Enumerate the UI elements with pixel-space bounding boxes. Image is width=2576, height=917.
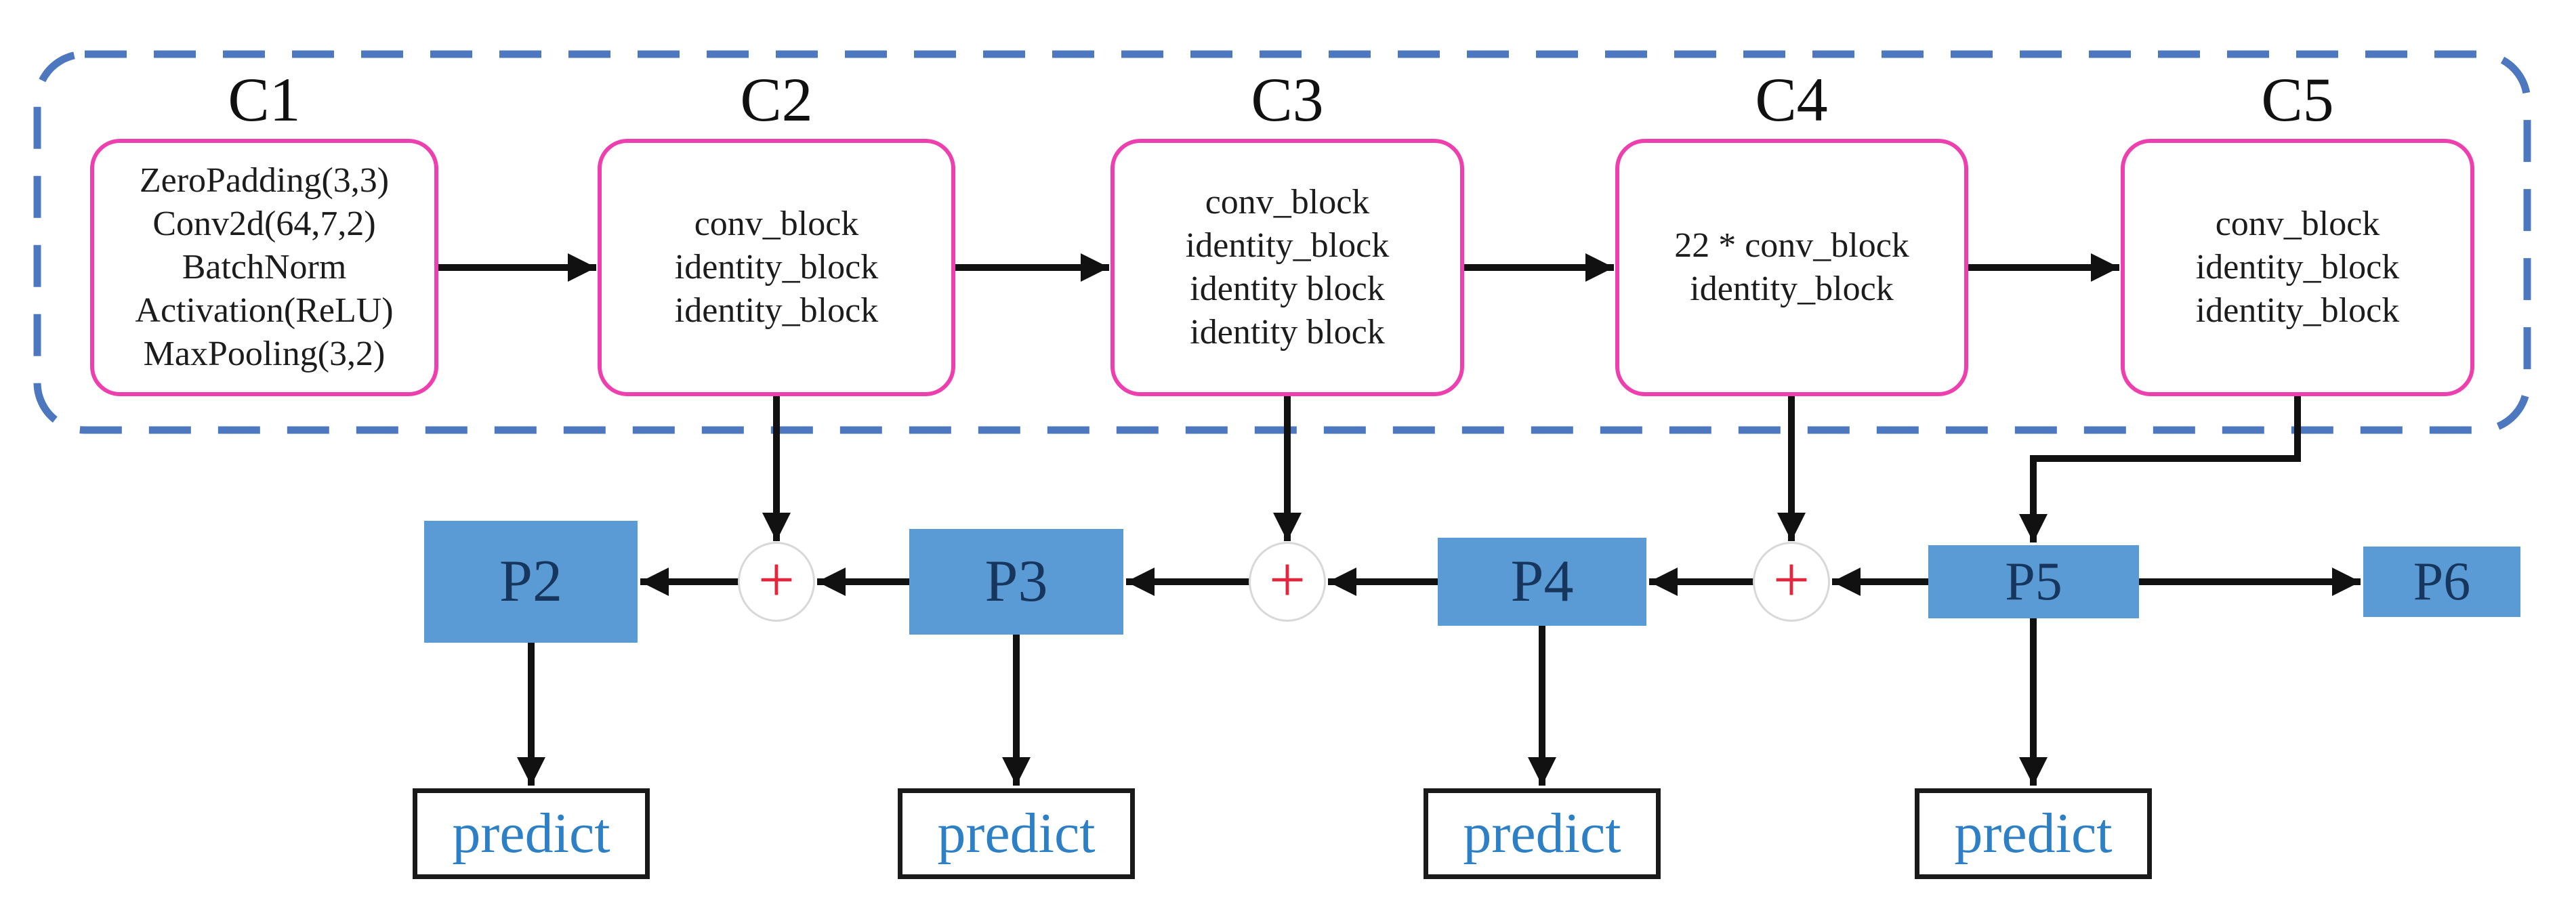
arrow-c5-p5 xyxy=(2019,396,2301,542)
plus-icon: + xyxy=(1772,543,1810,616)
predict-box-p4: predict xyxy=(1424,788,1661,879)
pyramid-label-p6: P6 xyxy=(2413,552,2471,612)
stage-title-c2: C2 xyxy=(740,65,813,134)
stage-c3-line: identity_block xyxy=(1185,226,1390,265)
stage-c3-line: identity block xyxy=(1190,313,1385,351)
stage-c1-line: Activation(ReLU) xyxy=(135,291,394,330)
stage-c1-line: Conv2d(64,7,2) xyxy=(152,205,376,243)
stage-c2-line: identity_block xyxy=(674,291,879,330)
pyramid-label-p4: P4 xyxy=(1510,549,1574,614)
stage-box-c1: ZeroPadding(3,3) Conv2d(64,7,2) BatchNor… xyxy=(90,139,438,396)
pyramid-label-p5: P5 xyxy=(2005,552,2062,612)
stage-c5-line: conv_block xyxy=(2215,205,2380,243)
pyramid-box-p4: P4 xyxy=(1438,538,1646,626)
stage-title-c3: C3 xyxy=(1251,65,1324,134)
stage-c3-line: conv_block xyxy=(1205,183,1370,221)
stage-box-c5: conv_block identity_block identity_block xyxy=(2121,139,2474,396)
stage-box-c4: 22 * conv_block identity_block xyxy=(1615,139,1968,396)
predict-box-p5: predict xyxy=(1915,788,2152,879)
plus-icon: + xyxy=(1268,543,1306,616)
stage-c5-line: identity_block xyxy=(2195,248,2400,286)
merge-node-p3: + xyxy=(1249,542,1326,622)
merge-node-p4: + xyxy=(1753,542,1830,622)
predict-label: predict xyxy=(1463,802,1621,865)
stage-c5-line: identity_block xyxy=(2195,291,2400,330)
predict-box-p3: predict xyxy=(898,788,1135,879)
stage-title-c4: C4 xyxy=(1755,65,1828,134)
stage-c1-line: ZeroPadding(3,3) xyxy=(139,161,390,200)
stage-c3-line: identity block xyxy=(1190,270,1385,308)
stage-c4-line: identity_block xyxy=(1690,270,1894,308)
stage-title-c5: C5 xyxy=(2261,65,2334,134)
merge-node-p2: + xyxy=(738,542,815,622)
pyramid-label-p2: P2 xyxy=(499,549,562,614)
pyramid-box-p2: P2 xyxy=(424,521,638,643)
predict-label: predict xyxy=(937,802,1096,865)
stage-title-c1: C1 xyxy=(228,65,301,134)
pyramid-box-p5: P5 xyxy=(1928,545,2139,618)
plus-icon: + xyxy=(757,543,795,616)
stage-box-c3: conv_block identity_block identity block… xyxy=(1110,139,1464,396)
stage-c2-line: conv_block xyxy=(694,205,859,243)
pyramid-box-p3: P3 xyxy=(909,529,1123,635)
stage-c2-line: identity_block xyxy=(674,248,879,286)
predict-label: predict xyxy=(452,802,610,865)
stage-box-c2: conv_block identity_block identity_block xyxy=(598,139,955,396)
stage-c1-line: BatchNorm xyxy=(182,248,347,286)
predict-label: predict xyxy=(1954,802,2113,865)
stage-c1-line: MaxPooling(3,2) xyxy=(143,335,386,373)
backbone-dashed-container xyxy=(33,50,2531,434)
predict-box-p2: predict xyxy=(413,788,650,879)
pyramid-box-p6: P6 xyxy=(2363,547,2520,617)
pyramid-label-p3: P3 xyxy=(984,549,1048,614)
stage-c4-line: 22 * conv_block xyxy=(1674,226,1909,265)
